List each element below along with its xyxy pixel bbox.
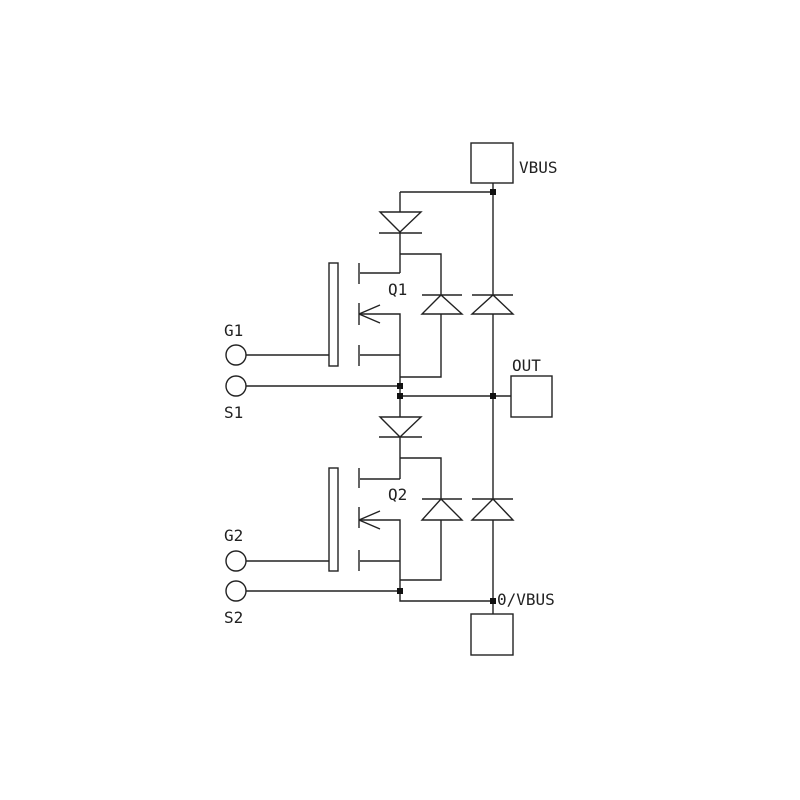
s2-terminal [225,580,247,602]
q1-label: Q1 [388,280,407,299]
out-wire [399,386,511,417]
junction-dot [490,393,496,399]
out-label: OUT [512,356,541,375]
g1-label: G1 [224,321,243,340]
g2-terminal [225,550,247,572]
q2-wires [360,437,493,602]
q1-wires [360,233,442,386]
gnd-vbus-label: 0/VBUS [497,590,555,609]
q1-body-diode [420,294,464,315]
s1-terminal [225,375,247,397]
s1-label: S1 [224,403,243,422]
junction-dot [490,598,496,604]
vbus-terminal [470,142,514,184]
g2-label: G2 [224,526,243,545]
q2-label: Q2 [388,485,407,504]
q1-rail-diode [470,294,515,315]
s2-label: S2 [224,608,243,627]
gnd-terminal [470,613,514,656]
out-terminal [510,375,553,418]
q2-body-diode [420,497,464,521]
vbus-label: VBUS [519,158,558,177]
q1-series-diode [378,211,423,234]
junction-dot [397,393,403,399]
g1-terminal [225,344,247,366]
q1-mosfet [328,262,381,367]
vbus-wire [399,191,493,212]
q2-rail-diode [470,497,515,521]
q2-series-diode [378,416,423,438]
junction-dot [490,189,496,195]
junction-dot [397,588,403,594]
q2-mosfet [328,467,381,572]
